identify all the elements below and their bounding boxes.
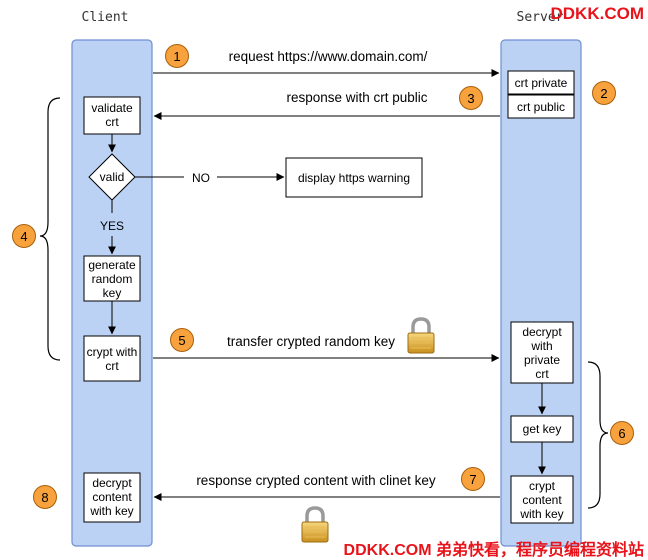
step-marker-5: 5: [170, 328, 194, 352]
generate-line-2: random: [92, 272, 133, 286]
crypt-with-line-2: crt: [105, 359, 119, 373]
crypt-with-line-1: crypt with: [87, 345, 138, 359]
https-warning-box: [285, 157, 423, 198]
decrypt-content-line-2: content: [92, 490, 132, 504]
decrypt-private-line-3: private: [524, 353, 560, 367]
lock-icon: [407, 317, 435, 354]
step-marker-6: 6: [610, 421, 634, 445]
step-number-4: 4: [20, 229, 27, 244]
crypt-with-crt-box: [83, 335, 141, 382]
client-title: Client: [82, 10, 129, 25]
step-number-3: 3: [467, 91, 474, 106]
step-number-2: 2: [600, 86, 607, 101]
validate-line-1: validate: [91, 101, 133, 115]
step-marker-7: 7: [461, 467, 485, 491]
crt-public-label: crt public: [517, 100, 565, 114]
step-marker-2: 2: [592, 81, 616, 105]
crt-public-box: [507, 94, 575, 119]
step-number-8: 8: [41, 490, 48, 505]
crypt-content-box: [510, 475, 574, 524]
response-content-label: response crypted content with clinet key: [196, 473, 436, 488]
crypt-content-line-2: content: [522, 493, 562, 507]
decrypt-content-line-3: with key: [89, 504, 133, 518]
step-number-5: 5: [178, 333, 185, 348]
transfer-label: transfer crypted random key: [227, 334, 395, 349]
request-label: request https://www.domain.com/: [229, 49, 428, 64]
generate-line-3: key: [103, 286, 122, 300]
step-number-6: 6: [618, 426, 625, 441]
generate-line-1: generate: [88, 258, 136, 272]
validate-crt-box: [83, 96, 141, 135]
crt-private-label: crt private: [515, 76, 568, 90]
decrypt-private-line-1: decrypt: [522, 325, 562, 339]
crt-private-box: [507, 70, 575, 95]
decrypt-private-line-4: crt: [535, 367, 549, 381]
get-key-label: get key: [523, 422, 562, 436]
crypt-content-line-3: with key: [519, 507, 563, 521]
server-title: Server: [517, 10, 564, 25]
decrypt-content-box: [83, 472, 141, 523]
step-marker-8: 8: [33, 485, 57, 509]
no-label: NO: [192, 171, 210, 185]
https-warning-label: display https warning: [298, 171, 410, 185]
decrypt-private-line-2: with: [530, 339, 552, 353]
lock-icon: [301, 506, 329, 543]
response-public-label: response with crt public: [286, 90, 427, 105]
crypt-content-line-1: crypt: [529, 479, 556, 493]
step-marker-1: 1: [165, 44, 189, 68]
step-number-1: 1: [173, 49, 180, 64]
server-group-brace: [587, 361, 609, 509]
step-number-7: 7: [469, 472, 476, 487]
watermark-bottom: DDKK.COM 弟弟快看，程序员编程资料站: [344, 540, 644, 559]
client-group-brace: [39, 97, 61, 361]
decrypt-content-line-1: decrypt: [92, 476, 132, 490]
decrypt-private-box: [510, 321, 574, 384]
step-marker-3: 3: [459, 86, 483, 110]
validate-line-2: crt: [105, 115, 119, 129]
step-marker-4: 4: [12, 224, 36, 248]
generate-key-box: [83, 255, 141, 302]
yes-label: YES: [100, 219, 124, 233]
watermark-top: DDKK.COM: [551, 4, 645, 23]
valid-label: valid: [100, 170, 125, 184]
